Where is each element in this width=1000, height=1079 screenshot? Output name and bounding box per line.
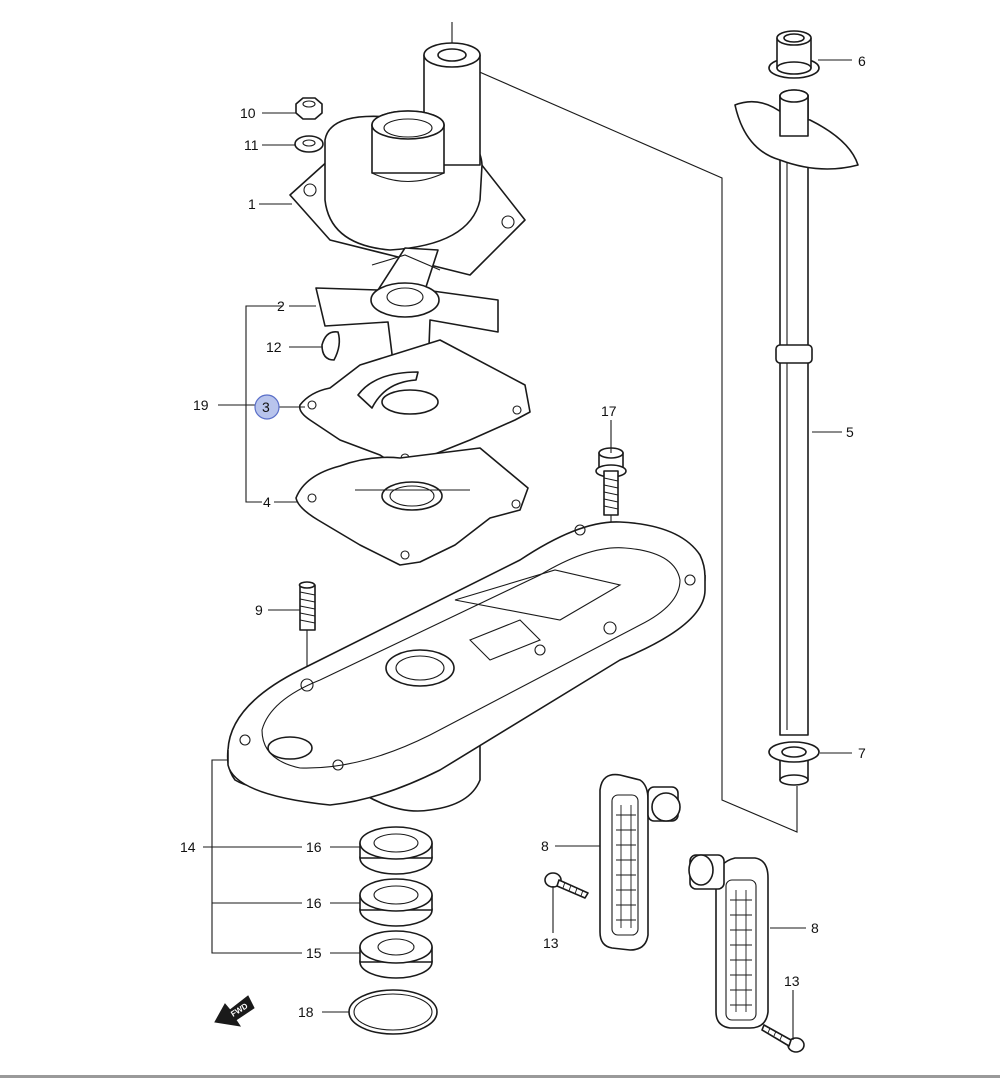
callout-5[interactable]: 5 [846,424,854,440]
callout-labels: 10 11 1 2 12 3 19 4 6 5 17 9 7 8 8 13 13… [180,53,866,1020]
callout-4[interactable]: 4 [263,494,271,510]
water-screen-left[interactable] [599,773,681,951]
callout-13-right[interactable]: 13 [784,973,800,989]
pump-gasket[interactable] [295,447,529,566]
water-screen-right[interactable] [688,854,769,1029]
callout-17[interactable]: 17 [601,403,617,419]
callout-10[interactable]: 10 [240,105,256,121]
grommet-upper[interactable] [768,30,820,79]
bottom-divider [0,1075,1000,1078]
leader-lines [203,59,852,1040]
callout-18[interactable]: 18 [298,1004,314,1020]
oil-seal-lower[interactable] [359,878,433,927]
callout-8-left[interactable]: 8 [541,838,549,854]
impeller-key[interactable] [321,330,341,361]
callout-8-right[interactable]: 8 [811,920,819,936]
water-tube[interactable] [734,89,859,736]
callout-2[interactable]: 2 [277,298,285,314]
pump-case[interactable] [289,42,526,276]
callout-19[interactable]: 19 [193,397,209,413]
bolt[interactable] [595,447,627,516]
callout-3[interactable]: 3 [262,399,270,415]
o-ring[interactable] [348,989,438,1035]
callout-16-lower[interactable]: 16 [306,895,322,911]
washer[interactable] [294,135,324,153]
callout-6[interactable]: 6 [858,53,866,69]
callout-1[interactable]: 1 [248,196,256,212]
stud-bolt[interactable] [298,581,316,631]
forward-arrow-icon: FWD [214,995,255,1027]
callout-9[interactable]: 9 [255,602,263,618]
callout-13-left[interactable]: 13 [543,935,559,951]
grommet-lower[interactable] [768,741,820,786]
callout-11[interactable]: 11 [244,137,259,153]
callout-16-upper[interactable]: 16 [306,839,322,855]
callout-highlight-3[interactable] [254,394,280,420]
callout-7[interactable]: 7 [858,745,866,761]
screw-left[interactable] [544,872,589,899]
pump-plate[interactable] [226,521,706,812]
oil-seal-upper[interactable] [359,826,433,875]
under-panel[interactable] [298,339,531,469]
impeller[interactable] [315,247,499,379]
callout-14[interactable]: 14 [180,839,196,855]
nut[interactable] [295,97,323,120]
callout-15[interactable]: 15 [306,945,322,961]
bearing[interactable] [359,930,433,979]
callout-12[interactable]: 12 [266,339,282,355]
screw-right[interactable] [761,1024,805,1053]
